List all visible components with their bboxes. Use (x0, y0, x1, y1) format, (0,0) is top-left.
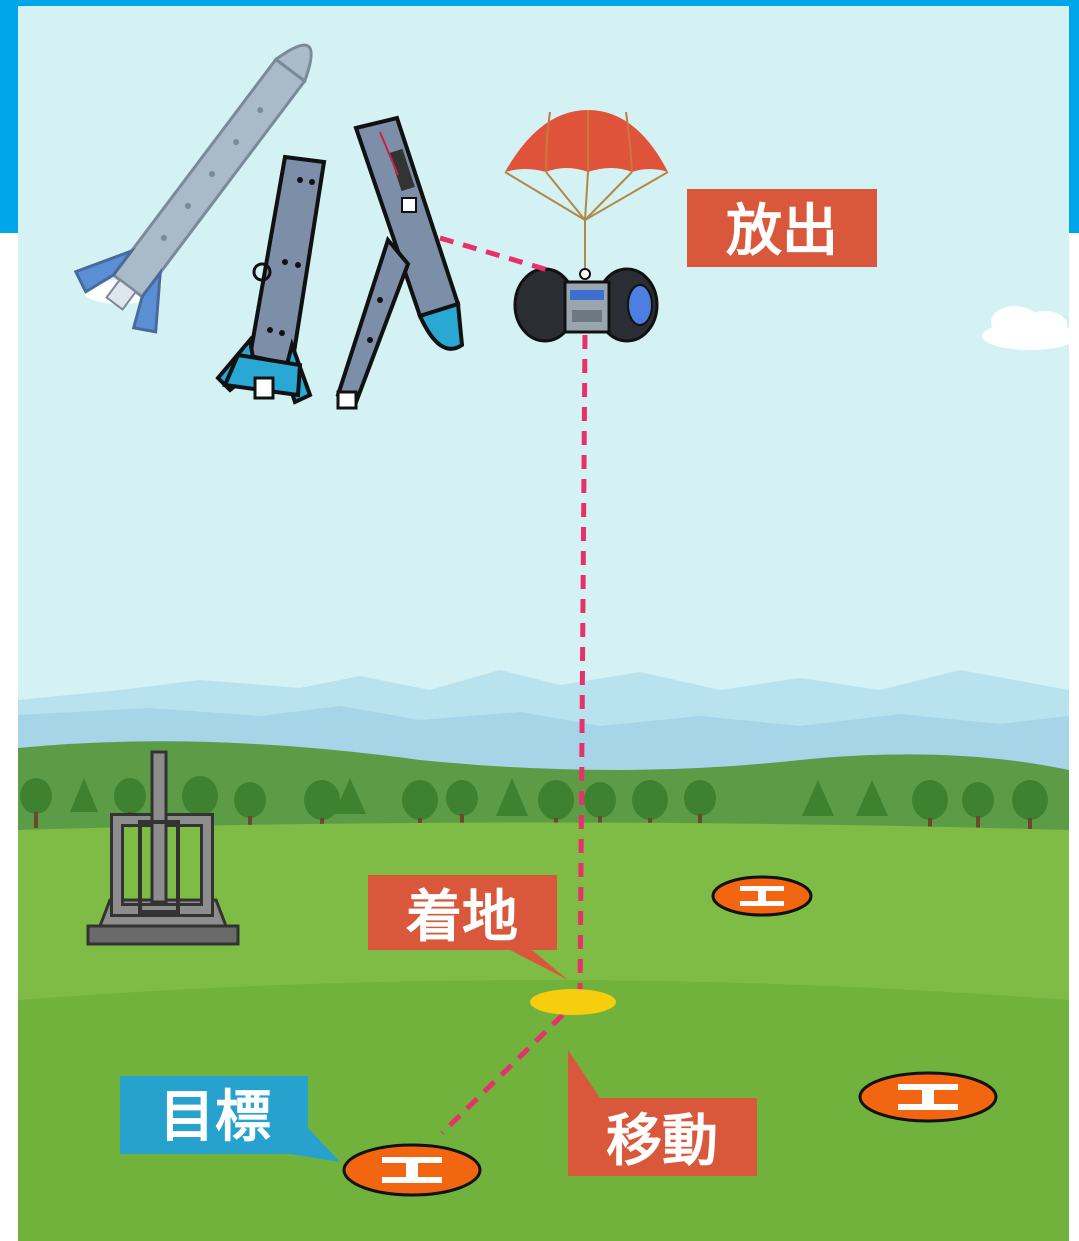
label-move-text: 移動 (606, 1109, 718, 1174)
label-move: 移動 (568, 1050, 757, 1176)
label-landing: 着地 (368, 875, 568, 980)
rocket-icon (73, 43, 313, 334)
label-release: 放出 (687, 189, 877, 267)
rocket-body-left-half (215, 154, 327, 405)
trajectory-path (439, 235, 588, 1135)
landing-spot (530, 989, 616, 1015)
label-target: 目標 (120, 1076, 340, 1162)
label-target-text: 目標 (159, 1085, 271, 1150)
target-marker-icon (711, 875, 813, 917)
rocket-body-right-half (335, 115, 465, 410)
tree-row (20, 776, 1048, 832)
launcher-icon (86, 750, 240, 946)
target-marker-icon (342, 1143, 482, 1197)
parachute-icon (504, 110, 669, 268)
cloud-right (982, 306, 1078, 350)
label-landing-text: 着地 (406, 885, 518, 950)
label-release-text: 放出 (726, 199, 838, 264)
grass-near (18, 980, 1069, 1241)
target-marker-icon (858, 1071, 998, 1123)
rover-icon (513, 267, 659, 343)
